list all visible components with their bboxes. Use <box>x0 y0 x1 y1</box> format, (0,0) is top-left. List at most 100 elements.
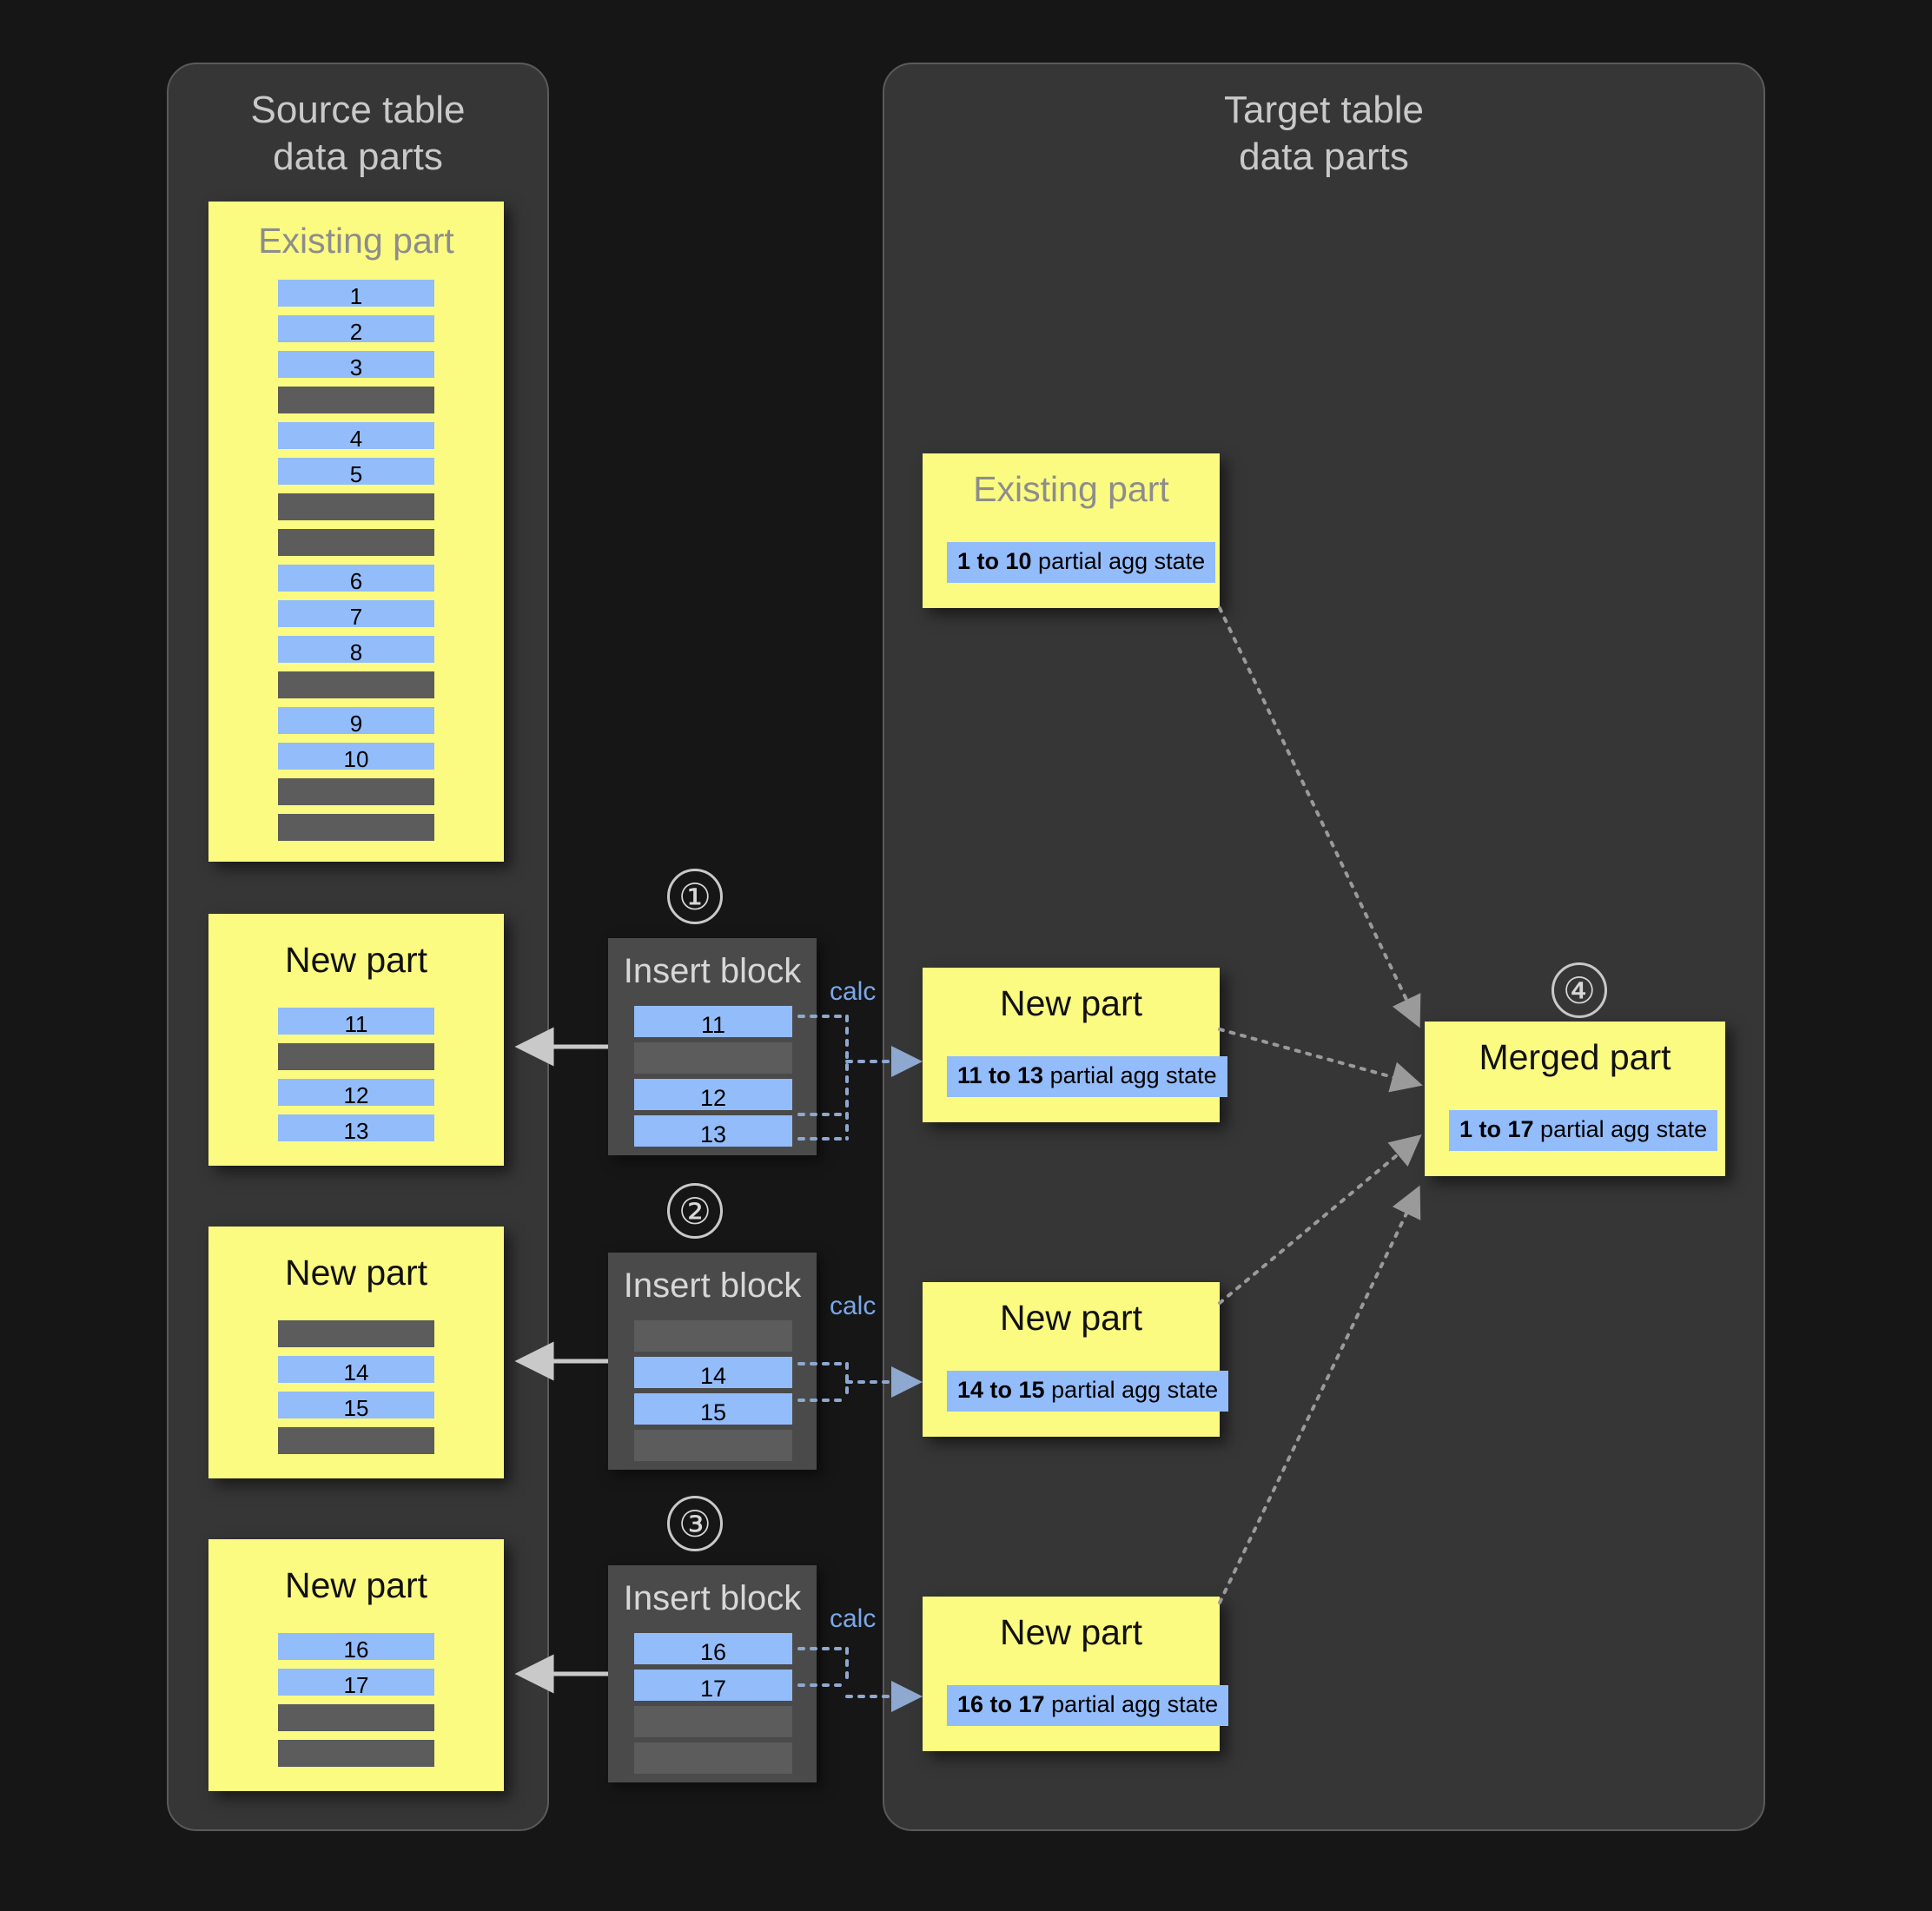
target-panel-title: Target table data parts <box>1224 89 1424 178</box>
data-row-label: 16 <box>699 1639 727 1665</box>
data-row-gray <box>634 1320 792 1352</box>
data-row-blue: 3 <box>278 351 434 380</box>
data-row-label: 7 <box>349 604 363 630</box>
insert-block-1-title: Insert block <box>623 952 802 990</box>
data-row-label: 2 <box>349 319 363 345</box>
data-row-label: 13 <box>343 1118 369 1144</box>
data-row-label: 14 <box>699 1363 727 1389</box>
data-row-label: 9 <box>349 711 363 737</box>
source-part-new-1-title: New part <box>284 940 428 980</box>
target-part-new-2-title: New part <box>999 1298 1143 1338</box>
data-row-blue: 15 <box>634 1393 792 1425</box>
source-part-new-3-title: New part <box>284 1565 428 1605</box>
data-row-blue: 4 <box>278 422 434 452</box>
source-panel-title: Source table data parts <box>250 89 466 178</box>
target-part-new-3-agg: 16 to 17 partial agg state <box>947 1685 1229 1726</box>
data-row-label: 10 <box>343 746 369 772</box>
calc-label-2: calc <box>830 1292 877 1320</box>
source-part-new-2-title: New part <box>284 1253 428 1293</box>
calc-label-3: calc <box>830 1604 877 1633</box>
data-row-blue: 17 <box>278 1669 434 1698</box>
merged-part-title: Merged part <box>1479 1037 1671 1077</box>
target-part-existing: Existing part 1 to 10 partial agg state <box>923 453 1220 608</box>
data-row-label: 11 <box>344 1011 368 1037</box>
step-circle-2: ② <box>667 1183 723 1239</box>
agg-suffix: partial agg state <box>1533 1116 1708 1142</box>
data-row-gray <box>278 493 434 520</box>
data-row-gray <box>278 1427 434 1454</box>
data-row-blue: 2 <box>278 315 434 345</box>
target-part-new-2-agg: 14 to 15 partial agg state <box>947 1371 1229 1412</box>
source-part-existing-title: Existing part <box>258 221 454 261</box>
data-row-blue: 14 <box>634 1357 792 1389</box>
data-row-label: 4 <box>349 426 363 452</box>
data-row-gray <box>634 1042 792 1074</box>
target-part-new-1: New part 11 to 13 partial agg state <box>923 968 1227 1122</box>
target-part-new-1-title: New part <box>999 983 1143 1023</box>
calc-label-1: calc <box>830 977 877 1006</box>
data-row-gray <box>634 1742 792 1774</box>
data-row-label: 15 <box>343 1395 369 1421</box>
data-row-blue: 7 <box>278 600 434 630</box>
target-part-new-1-agg: 11 to 13 partial agg state <box>947 1056 1227 1097</box>
data-row-label: 15 <box>699 1399 727 1425</box>
agg-suffix: partial agg state <box>1044 1377 1219 1403</box>
insert-block-2: Insert block 14 15 <box>608 1253 817 1470</box>
step-circle-3: ③ <box>667 1496 723 1551</box>
data-row-label: 8 <box>349 639 363 665</box>
data-row-gray <box>278 778 434 805</box>
data-row-blue: 14 <box>278 1356 434 1385</box>
data-row-label: 17 <box>699 1676 727 1702</box>
data-row-label: 16 <box>343 1637 369 1663</box>
source-part-new-2: New part 14 15 <box>208 1227 504 1478</box>
data-row-label: 1 <box>349 283 363 309</box>
data-row-gray <box>278 814 434 841</box>
data-row-blue: 10 <box>278 743 434 772</box>
source-part-existing: Existing part 1 2 3 4 5 6 7 8 9 10 <box>208 202 504 862</box>
data-row-blue: 1 <box>278 280 434 309</box>
data-row-blue: 6 <box>278 565 434 594</box>
target-part-new-3: New part 16 to 17 partial agg state <box>923 1597 1229 1751</box>
data-row-gray <box>278 671 434 698</box>
data-row-label: 11 <box>700 1012 726 1038</box>
agg-suffix: partial agg state <box>1043 1062 1217 1088</box>
data-row-blue: 5 <box>278 458 434 487</box>
agg-range: 16 to 17 <box>957 1691 1045 1717</box>
agg-range: 1 to 17 <box>1459 1116 1534 1142</box>
data-row-blue: 11 <box>634 1006 792 1038</box>
target-part-existing-title: Existing part <box>973 469 1169 509</box>
step-circle-1: ① <box>667 869 723 924</box>
data-row-gray <box>278 387 434 413</box>
data-row-blue: 15 <box>278 1392 434 1421</box>
data-row-label: 6 <box>349 568 363 594</box>
agg-range: 11 to 13 <box>957 1062 1044 1088</box>
data-row-blue: 16 <box>634 1633 792 1665</box>
data-row-label: 12 <box>699 1085 727 1111</box>
data-row-gray <box>634 1430 792 1461</box>
data-row-blue: 8 <box>278 636 434 665</box>
data-row-label: 3 <box>349 354 363 380</box>
step-circle-4: ④ <box>1552 962 1607 1018</box>
agg-range: 14 to 15 <box>957 1377 1045 1403</box>
data-row-label: 5 <box>349 461 363 487</box>
source-part-new-3: New part 16 17 <box>208 1539 504 1791</box>
data-row-gray <box>278 529 434 556</box>
data-row-blue: 13 <box>278 1114 434 1144</box>
insert-block-3: Insert block 16 17 <box>608 1565 817 1782</box>
data-row-blue: 9 <box>278 707 434 737</box>
data-row-gray <box>278 1043 434 1070</box>
insert-block-1: Insert block 11 12 13 <box>608 938 817 1155</box>
data-row-label: 17 <box>343 1672 369 1698</box>
data-row-gray <box>278 1320 434 1347</box>
insert-block-3-title: Insert block <box>623 1579 802 1617</box>
data-row-blue: 16 <box>278 1633 434 1663</box>
insert-block-2-title: Insert block <box>623 1266 802 1305</box>
data-row-gray <box>634 1706 792 1737</box>
data-row-gray <box>278 1740 434 1767</box>
data-row-label: 13 <box>699 1121 727 1147</box>
agg-suffix: partial agg state <box>1031 548 1206 574</box>
agg-suffix: partial agg state <box>1044 1691 1219 1717</box>
data-row-label: 14 <box>343 1359 369 1385</box>
